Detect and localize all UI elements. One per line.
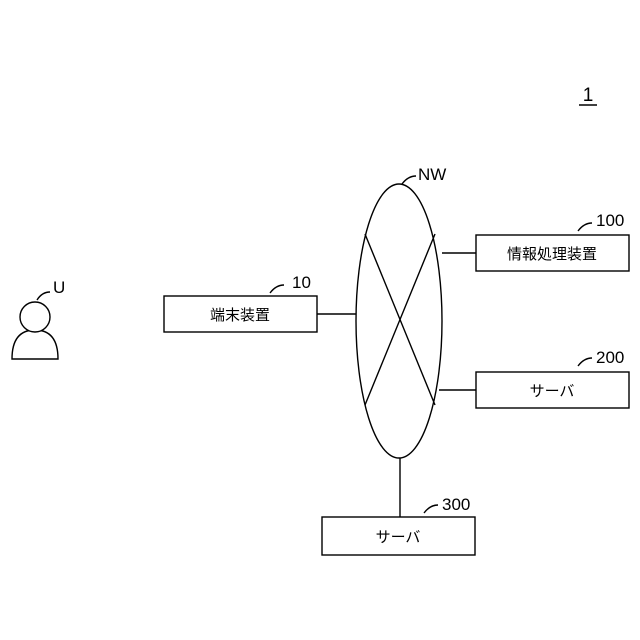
server-a-ref-label: 200: [596, 348, 624, 367]
network-cloud: [356, 184, 442, 458]
terminal-ref-label: 10: [292, 273, 311, 292]
network-ref-label: NW: [418, 165, 446, 184]
info-processor-ref-leader: [578, 223, 592, 231]
server-b-label: サーバ: [376, 528, 421, 546]
info-processor-label: 情報処理装置: [507, 245, 597, 263]
server-a-ref-leader: [578, 358, 592, 366]
server-b-ref-label: 300: [442, 495, 470, 514]
terminal-label: 端末装置: [210, 306, 270, 324]
network-ref-leader: [402, 176, 416, 184]
terminal-ref-leader: [270, 285, 284, 293]
figure-number: 1: [583, 85, 594, 106]
user-icon: [12, 302, 58, 359]
info-processor-ref-label: 100: [596, 211, 624, 230]
user-ref-leader: [37, 292, 50, 300]
server-b-ref-leader: [424, 505, 438, 513]
user-ref-label: U: [53, 278, 65, 297]
server-a-label: サーバ: [530, 382, 575, 400]
